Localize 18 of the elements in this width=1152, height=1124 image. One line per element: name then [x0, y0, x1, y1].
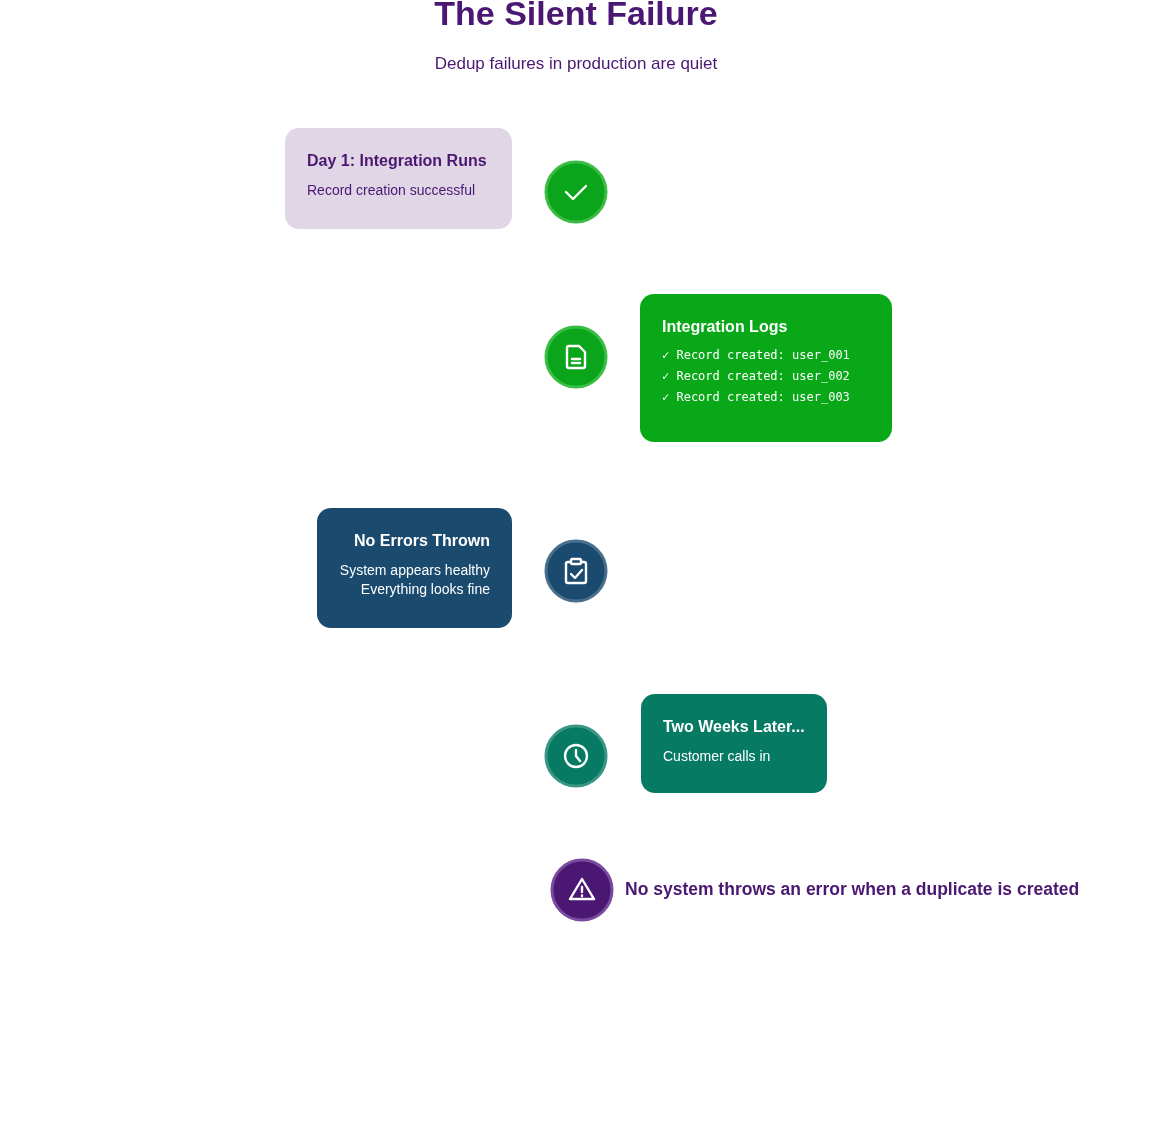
- card-text: Record creation successful: [307, 182, 477, 198]
- card: [285, 128, 512, 229]
- log-line: ✓ Record created: user_001: [662, 348, 851, 362]
- card-text: System appears healthy: [338, 562, 490, 578]
- card-text: Everything looks fine: [359, 581, 490, 597]
- log-line: ✓ Record created: user_002: [662, 369, 851, 383]
- log-line: ✓ Record created: user_003: [662, 390, 851, 404]
- key-message: No system throws an error when a duplicate is created: [625, 879, 1080, 900]
- card-heading: No Errors Thrown: [353, 532, 490, 550]
- card-heading: Day 1: Integration Runs: [307, 152, 488, 170]
- card: [640, 294, 892, 442]
- title: The Silent Failure: [433, 0, 719, 33]
- card-heading: Two Weeks Later...: [663, 718, 805, 736]
- card-heading: Integration Logs: [662, 318, 789, 336]
- subtitle: Dedup failures in production are quiet: [433, 54, 719, 74]
- card: [317, 508, 512, 628]
- card-text: Customer calls in: [663, 748, 772, 764]
- card: [641, 694, 827, 793]
